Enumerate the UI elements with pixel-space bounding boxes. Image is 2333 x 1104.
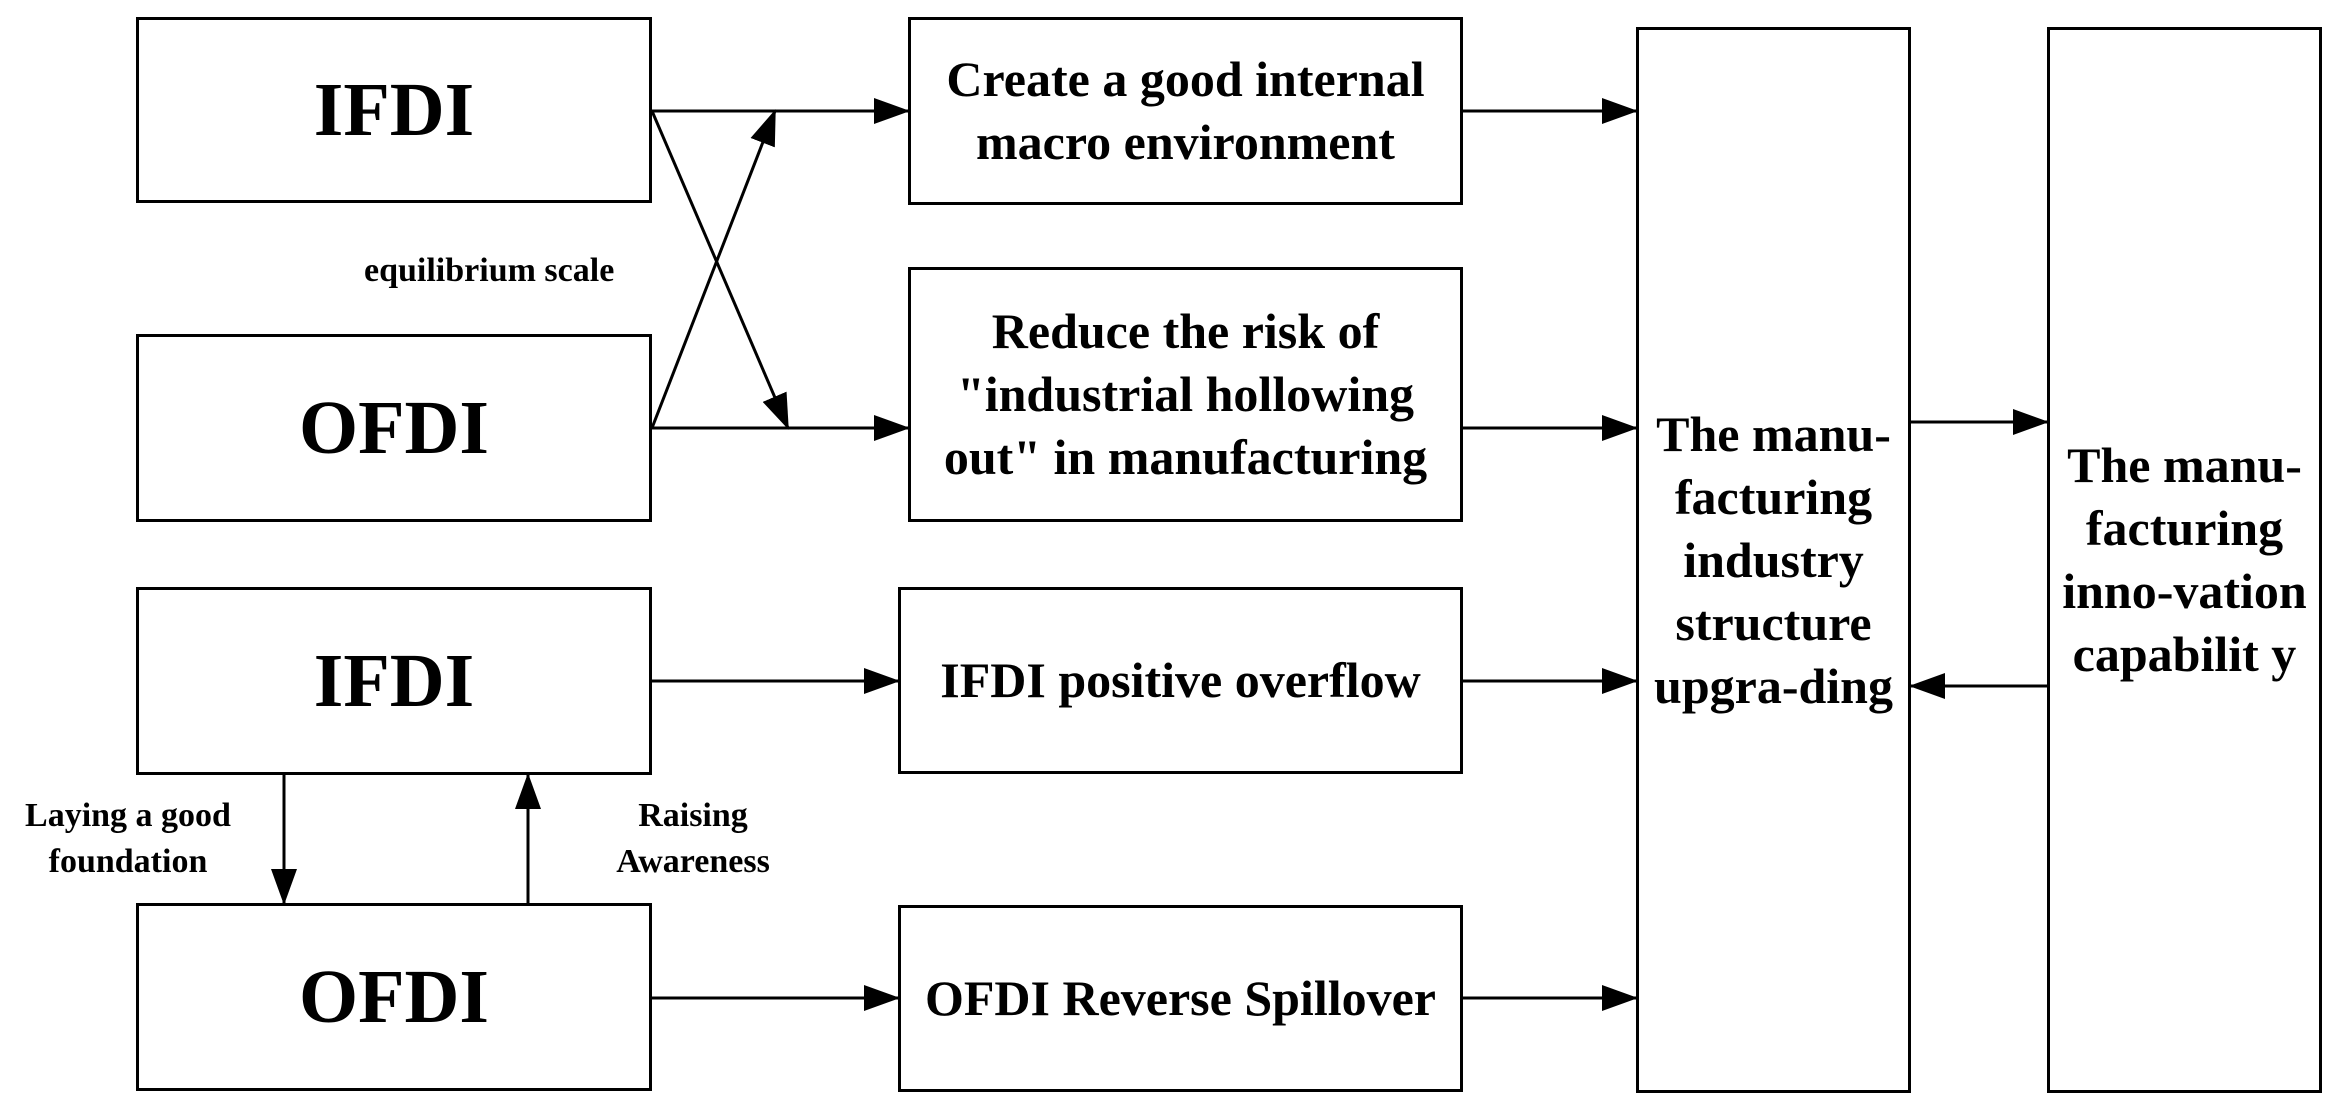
awareness-label-line1: Raising [638,797,748,834]
reverse-spillover-box: OFDI Reverse Spillover [898,905,1463,1092]
ofdi-box-top-text: OFDI [299,385,489,470]
positive-overflow-box: IFDI positive overflow [898,587,1463,774]
innovation-capability-box: The manu-facturing inno-vation capabilit… [2047,27,2322,1093]
macro-environment-box: Create a good internal macro environment [908,17,1463,205]
foundation-label: Laying a good foundation [8,793,248,885]
ofdi-box-bottom-text: OFDI [299,954,489,1039]
equilibrium-scale-text: equilibrium scale [364,252,615,289]
ofdi-box-top: OFDI [136,334,652,522]
equilibrium-scale-label: equilibrium scale [364,248,614,294]
structure-upgrading-text: The manu-facturing industry structure up… [1654,405,1893,714]
reverse-spillover-text: OFDI Reverse Spillover [924,970,1436,1026]
structure-upgrading-box: The manu-facturing industry structure up… [1636,27,1911,1093]
ifdi-box-top: IFDI [136,17,652,203]
ifdi-box-bottom: IFDI [136,587,652,775]
ifdi-box-top-text: IFDI [313,67,475,152]
ofdi-box-bottom: OFDI [136,903,652,1091]
ifdi-box-bottom-text: IFDI [313,638,475,723]
macro-environment-text: Create a good internal macro environment [946,51,1425,170]
arrow-cross-ifdi-to-hollowing [650,110,790,430]
foundation-label-line2: foundation [48,843,208,880]
hollowing-risk-text: Reduce the risk of "industrial hollowing… [943,303,1428,485]
foundation-label-line1: Laying a good [25,797,231,834]
arrow-cross-ofdi-to-macro [650,109,777,429]
innovation-capability-text: The manu-facturing inno-vation capabilit… [2062,437,2307,682]
hollowing-risk-box: Reduce the risk of "industrial hollowing… [908,267,1463,522]
positive-overflow-text: IFDI positive overflow [940,652,1421,708]
awareness-label-line2: Awareness [616,843,770,880]
awareness-label: Raising Awareness [586,793,800,885]
